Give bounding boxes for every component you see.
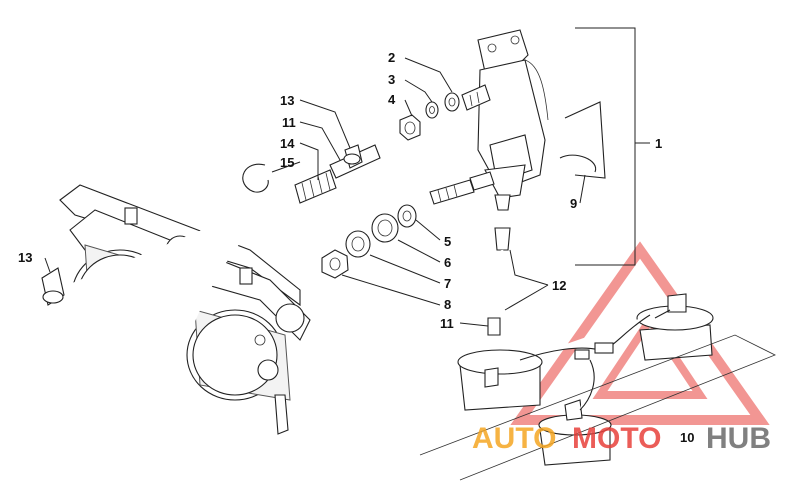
washer-6 — [371, 213, 399, 243]
watermark-hub: HUB — [706, 422, 771, 455]
callout-6: 6 — [444, 255, 451, 270]
callout-8: 8 — [444, 297, 451, 312]
watermark-logo — [510, 241, 770, 425]
watermark-moto: MOTO — [572, 422, 661, 455]
watermark-text: AUTO MOTO HUB — [472, 422, 771, 455]
pressure-regulator-1 — [461, 29, 549, 211]
callout-11-top: 11 — [282, 115, 296, 130]
fitting-14 — [294, 144, 381, 204]
nut-8 — [321, 249, 349, 279]
assembly-bracket-1 — [575, 27, 650, 266]
callout-5: 5 — [444, 234, 451, 249]
callout-2: 2 — [388, 50, 395, 65]
assembly-outline-10 — [419, 334, 776, 481]
fuel-hose-long — [36, 188, 301, 391]
washer-7 — [345, 230, 371, 258]
callout-4: 4 — [388, 92, 396, 107]
leader-lines — [44, 57, 586, 327]
hose-clamp-13-top — [343, 144, 363, 169]
watermark-auto: AUTO — [472, 422, 556, 455]
fitting-stem — [429, 171, 495, 205]
washer-3 — [425, 101, 439, 119]
callout-14: 14 — [280, 136, 295, 151]
callout-labels: 1 2 3 4 5 6 7 8 9 10 11 11 12 13 13 14 1… — [18, 50, 694, 445]
callout-13-left: 13 — [18, 250, 32, 265]
nut-4 — [399, 114, 421, 141]
washer-5 — [397, 204, 417, 228]
callout-1: 1 — [655, 136, 662, 151]
callout-7: 7 — [444, 276, 451, 291]
callout-11-bottom: 11 — [440, 316, 454, 331]
callout-3: 3 — [388, 72, 395, 87]
callout-12: 12 — [552, 278, 566, 293]
callout-10: 10 — [680, 430, 694, 445]
callout-13-top: 13 — [280, 93, 294, 108]
fuel-pump-assembly-10 — [457, 293, 714, 466]
fuel-hose-12 — [487, 227, 511, 336]
callout-15: 15 — [280, 155, 294, 170]
spring-clip-9 — [559, 101, 606, 179]
clip-15 — [242, 163, 269, 193]
callout-9: 9 — [570, 196, 577, 211]
washer-2 — [444, 92, 460, 112]
hose-clamp-13-left — [41, 267, 65, 306]
